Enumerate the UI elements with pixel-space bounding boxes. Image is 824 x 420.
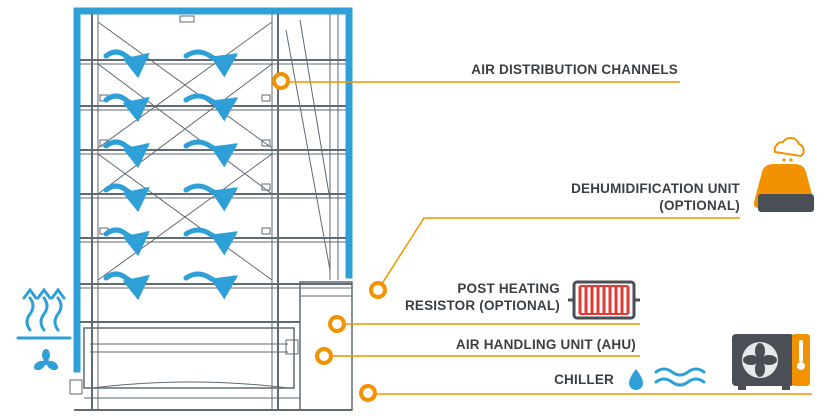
label-post-heating-resistor: POST HEATING RESISTOR (OPTIONAL): [380, 280, 560, 314]
airflow-waves-icon: [654, 367, 706, 387]
cross-bracing: [97, 19, 331, 281]
airflow-arrow: [183, 227, 239, 256]
ahu-cabinet: [69, 281, 353, 411]
airflow-arrow: [183, 93, 239, 122]
label-dehumidification-line2: (OPTIONAL): [659, 198, 740, 213]
label-dehumidification-line1: DEHUMIDIFICATION UNIT: [571, 181, 740, 196]
label-post-heating-line2: RESISTOR (OPTIONAL): [404, 298, 560, 313]
marker-post-heating: [328, 315, 346, 333]
water-drop-icon: [629, 369, 643, 390]
marker-air-distribution: [272, 72, 290, 90]
label-air-distribution-channels: AIR DISTRIBUTION CHANNELS: [471, 62, 678, 77]
airflow-arrow: [183, 183, 239, 212]
marker-chiller: [359, 384, 377, 402]
label-air-handling-unit: AIR HANDLING UNIT (AHU): [455, 337, 636, 352]
airflow-arrow: [103, 49, 150, 79]
airflow-arrow: [103, 227, 150, 257]
airflow-arrow: [183, 49, 239, 78]
airflow-arrows: [103, 49, 239, 301]
label-chiller: CHILLER: [554, 372, 614, 387]
fan-icon: [33, 349, 59, 371]
airflow-arrow: [103, 271, 150, 301]
airflow-arrow: [103, 183, 150, 213]
callout-markers: [272, 72, 387, 402]
rack-structure: [69, 7, 353, 411]
airflow-arrow: [183, 139, 239, 168]
chiller-unit-icon: [732, 334, 810, 390]
marker-ahu: [315, 347, 333, 365]
marker-dehumidification: [369, 281, 387, 299]
airflow-arrow: [103, 139, 150, 169]
rack-details: [99, 15, 271, 235]
label-post-heating-line1: POST HEATING: [457, 281, 560, 296]
heat-waves-icon: [16, 287, 72, 340]
label-dehumidification-unit: DEHUMIDIFICATION UNIT (OPTIONAL): [520, 180, 740, 214]
leader-dehumidification: [377, 217, 740, 291]
radiator-icon: [568, 280, 640, 320]
air-duct-outline: [73, 7, 353, 373]
airflow-arrow: [103, 93, 150, 123]
dehumidifier-icon: [753, 137, 815, 212]
airflow-arrow: [183, 271, 239, 300]
callout-leaders: [288, 81, 812, 395]
